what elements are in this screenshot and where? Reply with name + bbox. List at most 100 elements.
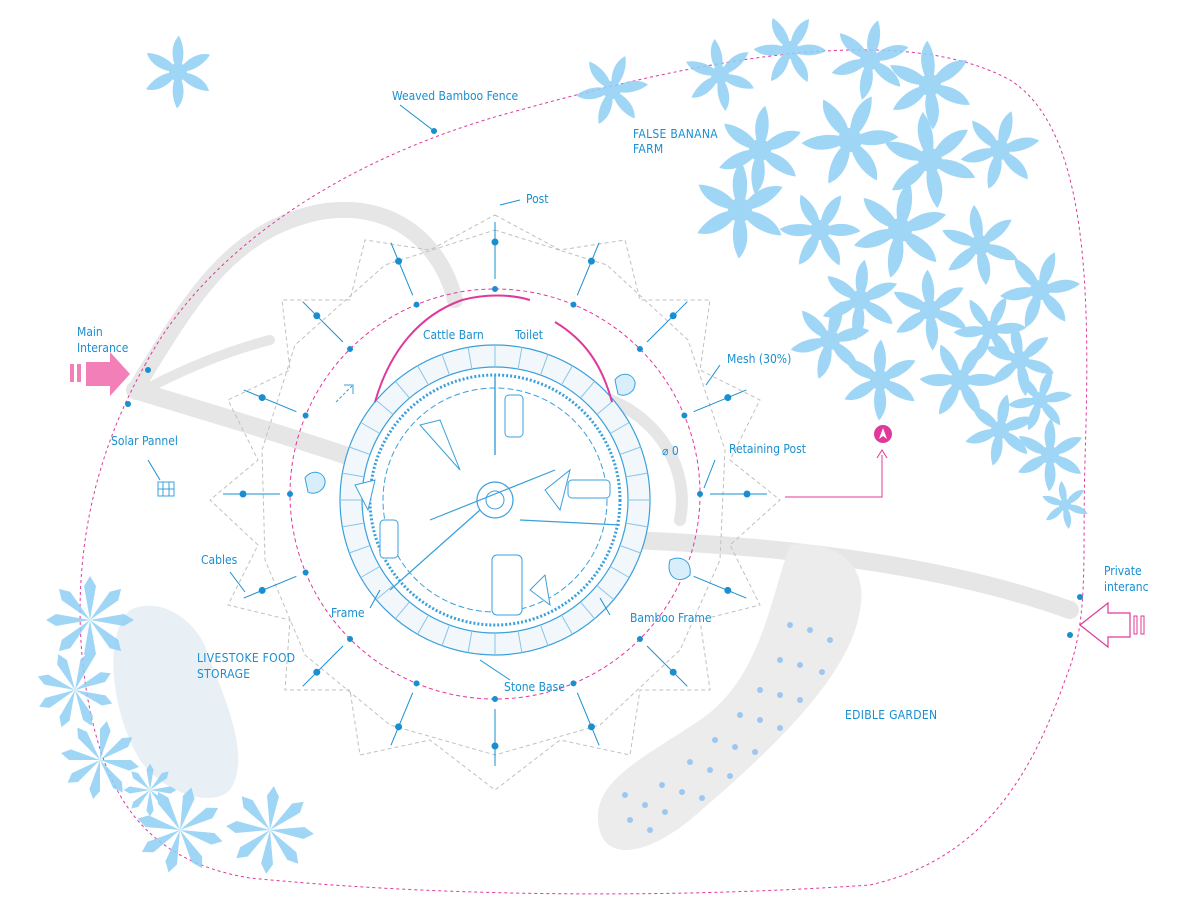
private-entrance-arrow-icon (1079, 601, 1145, 649)
stone-block (596, 585, 615, 601)
retaining-post-connector (785, 455, 883, 498)
livestock-storage-label-1: LIVESTOKE FOOD (197, 651, 296, 665)
banana-farm-label-2: FARM (633, 142, 664, 156)
stone-block (561, 365, 573, 386)
retaining-post (636, 346, 643, 353)
north-arrow-icon (874, 425, 892, 443)
retaining-post (302, 412, 309, 419)
main-entrance-label-1: Main (77, 325, 103, 339)
post (491, 742, 499, 750)
stone-block (394, 601, 410, 620)
stone-block (342, 522, 365, 528)
frame-label: Frame (331, 606, 365, 620)
undefined (136, 30, 220, 114)
cable (646, 645, 688, 687)
post (313, 668, 321, 676)
stone-block (417, 365, 429, 386)
stone-block (619, 545, 641, 554)
cable (646, 301, 688, 343)
stone-block (580, 380, 596, 399)
diameter-label: ⌀ 0 (662, 444, 679, 458)
post (395, 723, 403, 731)
cable (243, 389, 297, 413)
cable (693, 389, 747, 413)
stone-block (540, 624, 549, 646)
post (239, 490, 247, 498)
undefined (833, 333, 927, 427)
post (258, 586, 266, 594)
undefined (123, 763, 177, 817)
undefined (947, 96, 1053, 204)
animal-icon (304, 373, 691, 580)
undefined (24, 639, 126, 741)
stone-block (625, 472, 648, 478)
leader-lines (147, 104, 721, 681)
cable (243, 575, 297, 599)
stone-block (517, 347, 523, 370)
post (313, 312, 321, 320)
post (587, 723, 595, 731)
stone-block (360, 422, 381, 434)
fence-label: Weaved Bamboo Fence (392, 89, 519, 103)
post-label: Post (526, 192, 549, 206)
garden-plants (622, 622, 833, 833)
cables (223, 222, 767, 766)
stone-block (360, 566, 381, 578)
stone-block (417, 614, 429, 635)
private-entrance-label-1: Private (1104, 564, 1142, 578)
entry-arrow-icon (335, 384, 354, 403)
stone-block (580, 601, 596, 620)
toilet-roof-arc (461, 294, 531, 301)
stone-block (467, 347, 473, 370)
undefined (940, 205, 1020, 285)
stone-base-label: Stone Base (504, 680, 565, 694)
post (724, 586, 732, 594)
cables-label: Cables (201, 553, 238, 567)
retaining-post (413, 680, 420, 687)
stone-block (540, 354, 549, 376)
private-entrance-label-2: interanc (1104, 580, 1149, 594)
main-entrance-label-2: Interance (77, 341, 129, 355)
retaining-post (492, 286, 498, 292)
post (724, 394, 732, 402)
stone-block (441, 624, 450, 646)
retaining-post (570, 680, 577, 687)
retaining-post (681, 412, 688, 419)
post (258, 394, 266, 402)
cable (302, 645, 344, 687)
retaining-post (413, 301, 420, 308)
retaining-post (570, 301, 577, 308)
retaining-post (636, 635, 643, 642)
retaining-post (492, 696, 498, 702)
post (587, 257, 595, 265)
solar-panel-icon (157, 481, 175, 497)
stone-block (561, 614, 573, 635)
retaining-post (347, 346, 354, 353)
post (669, 312, 677, 320)
bamboo-frame-label: Bamboo Frame (630, 611, 712, 625)
undefined (222, 782, 318, 878)
cable (576, 692, 600, 746)
retaining-post (347, 635, 354, 642)
retaining-post (697, 491, 703, 497)
stone-block (349, 446, 371, 455)
stone-block (394, 380, 410, 399)
undefined (563, 40, 661, 140)
undefined (684, 39, 756, 111)
stone-block (517, 630, 523, 653)
cable (390, 692, 414, 746)
retaining-post (287, 491, 293, 497)
solar-panel-label: Solar Pannel (111, 434, 178, 448)
stone-block (467, 630, 473, 653)
stone-block (609, 422, 630, 434)
cable (576, 242, 600, 296)
post (395, 257, 403, 265)
retaining-post (302, 569, 309, 576)
edible-garden-label: EDIBLE GARDEN (845, 708, 938, 722)
stone-block (619, 446, 641, 455)
stone-block (609, 566, 630, 578)
stone-block (596, 399, 615, 415)
stone-block (349, 545, 371, 554)
toilet-arc (554, 321, 613, 403)
